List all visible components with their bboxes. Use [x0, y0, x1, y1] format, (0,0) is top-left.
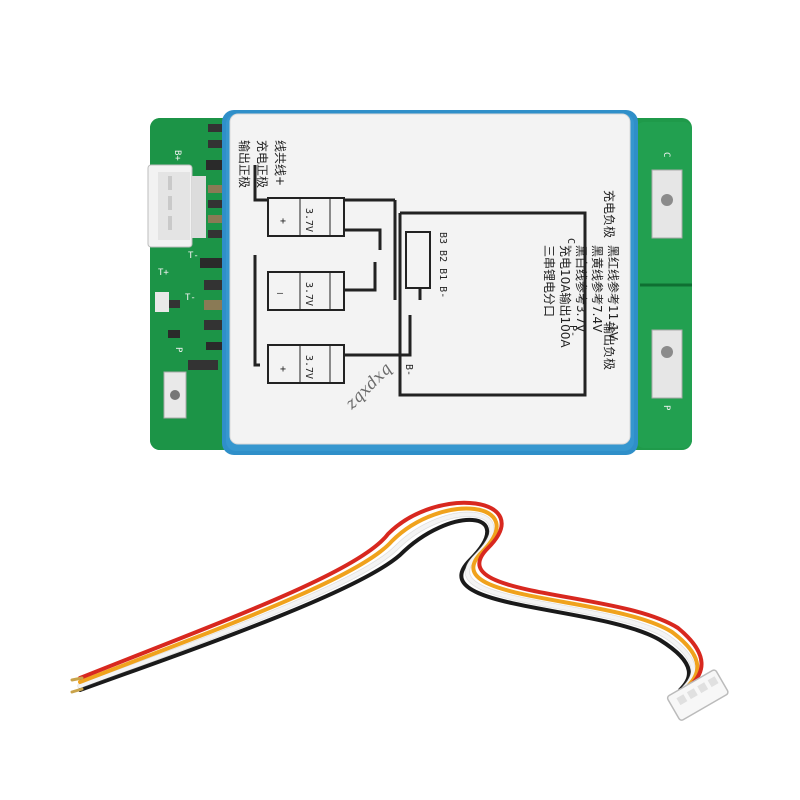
cell-3-voltage: 3.7V — [303, 355, 314, 379]
wire-white — [78, 512, 696, 690]
cell-1-plus: + — [280, 216, 286, 227]
label-left-text: 输出正极 充电正极 线共线+ — [237, 140, 287, 188]
wire-red — [78, 500, 704, 686]
info-line-1: 三串锂电分口 — [542, 245, 557, 317]
charge-negative-label: 充电负极 — [602, 190, 617, 238]
balance-pins-text: B3 B2 B1 B- — [437, 232, 448, 298]
b-minus-label: B- — [403, 364, 414, 376]
cell-2-minus: — — [277, 288, 284, 299]
silk-p-left: P — [173, 347, 183, 353]
left-solder-pad-b — [163, 371, 187, 419]
output-negative-label: 输出负极 — [602, 322, 617, 370]
p-minus-label: P- — [567, 325, 578, 337]
cell-2: 3.7V — — [267, 271, 345, 311]
silk-b-plus: B+ — [172, 150, 182, 161]
info-line-2: 充电10A输出100A — [558, 245, 573, 348]
silk-t-minus: T- — [185, 293, 196, 303]
wire-yellow — [78, 506, 700, 688]
smd-components — [168, 124, 224, 370]
left-solder-pad-top — [155, 292, 169, 312]
label-left-line-3: 线共线+ — [273, 140, 287, 186]
cell-2-voltage: 3.7V — [303, 282, 314, 306]
balance-cable — [70, 500, 704, 694]
cable-connector — [666, 669, 729, 721]
right-solder-pad-p — [651, 329, 683, 399]
cell-3: 3.7V + — [267, 344, 345, 384]
cell-1: 3.7V + — [267, 197, 345, 237]
label-left-line-2: 充电正极 — [255, 140, 270, 188]
balance-header — [405, 231, 431, 289]
wire-black — [78, 517, 691, 692]
silk-t-left: T- — [188, 251, 199, 261]
balance-connector: 4 — [147, 164, 206, 248]
cell-3-plus: + — [280, 364, 286, 375]
info-line-4: 黑黄线参考7.4V — [590, 245, 605, 333]
c-minus-label: C- — [565, 238, 576, 250]
silk-c-right: C — [661, 152, 671, 157]
cell-1-voltage: 3.7V — [303, 208, 314, 232]
info-line-3: 黑白线参考3.7V — [574, 245, 589, 333]
silk-p-right: P — [661, 405, 671, 411]
info-line-5: 黑红线参考11.1V — [606, 245, 621, 341]
silk-t-plus: T+ — [158, 268, 169, 278]
label-info-text: 三串锂电分口 充电10A输出100A 黑白线参考3.7V 黑黄线参考7.4V 黑… — [542, 245, 621, 348]
label-left-line-1: 输出正极 — [237, 140, 252, 188]
right-solder-pad-c — [651, 169, 683, 239]
